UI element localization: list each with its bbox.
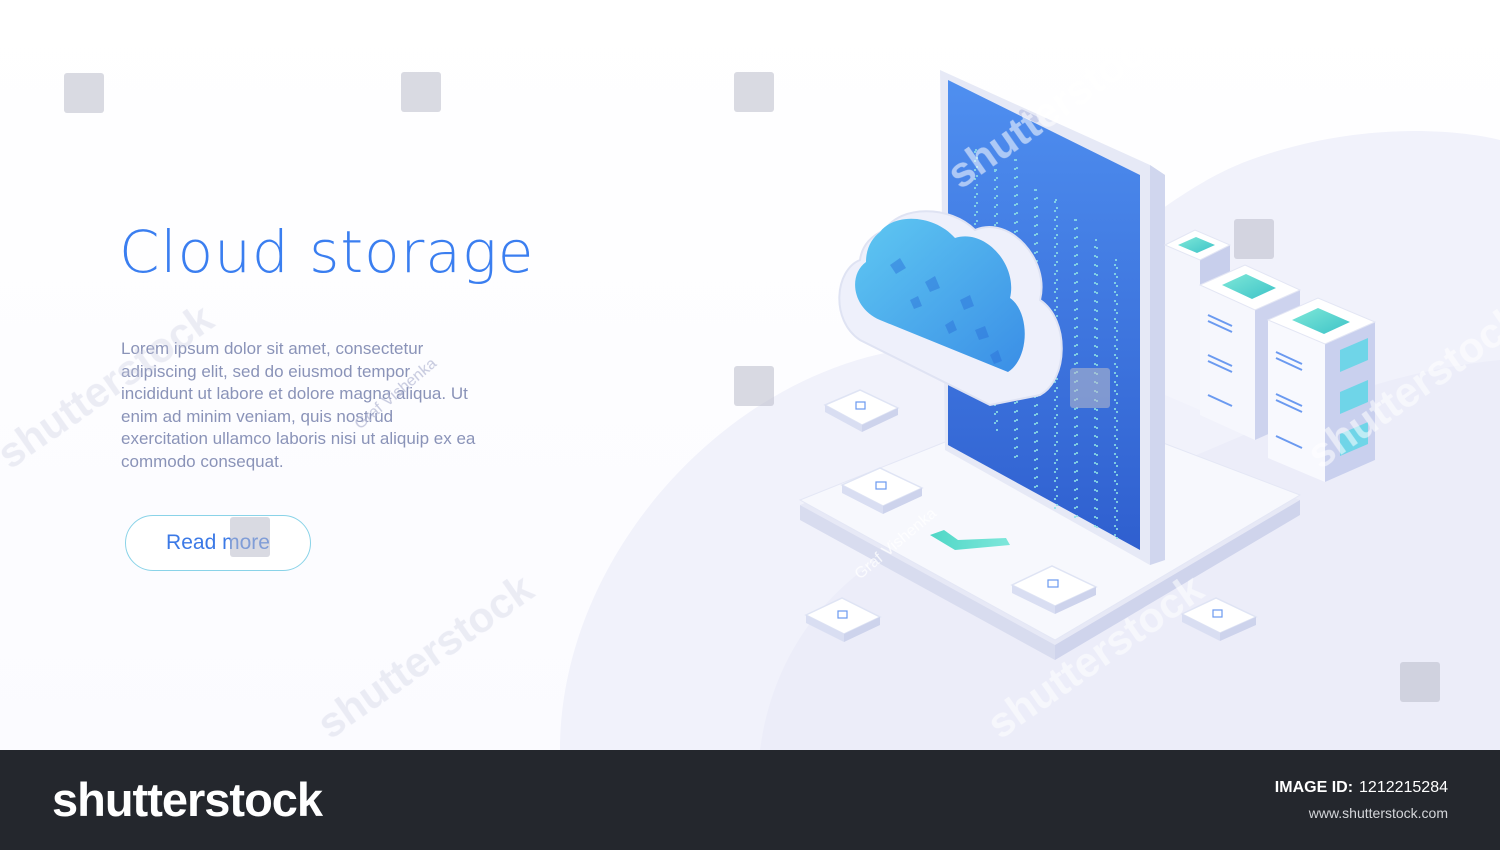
document-tile-icon [823, 389, 900, 432]
document-tile-icon [1010, 565, 1098, 614]
cloud-icon [838, 210, 1063, 407]
read-more-button[interactable]: Read more [125, 515, 311, 571]
image-id: IMAGE ID: 1212215284 [1275, 779, 1448, 797]
page-title: Cloud storage [119, 218, 535, 286]
document-tile-icon [804, 597, 882, 642]
hero-banner: Cloud storage Lorem ipsum dolor sit amet… [0, 0, 1500, 750]
image-id-value: 1212215284 [1359, 779, 1448, 796]
document-tiles [804, 389, 1258, 642]
document-tile-icon [840, 467, 924, 514]
footer-bar: shutterstock IMAGE ID: 1212215284 www.shu… [0, 750, 1500, 850]
checkmark-icon [930, 530, 1010, 550]
document-tile-icon [1180, 597, 1258, 641]
shutterstock-logo: shutterstock [52, 773, 323, 826]
platform [798, 399, 1302, 660]
hero-description: Lorem ipsum dolor sit amet, consectetur … [121, 339, 476, 471]
image-id-label: IMAGE ID: [1274, 779, 1354, 796]
server-rack-icon [1163, 229, 1377, 482]
cloud-storage-illustration [560, 70, 1500, 750]
site-url: www.shutterstock.com [1308, 805, 1448, 821]
